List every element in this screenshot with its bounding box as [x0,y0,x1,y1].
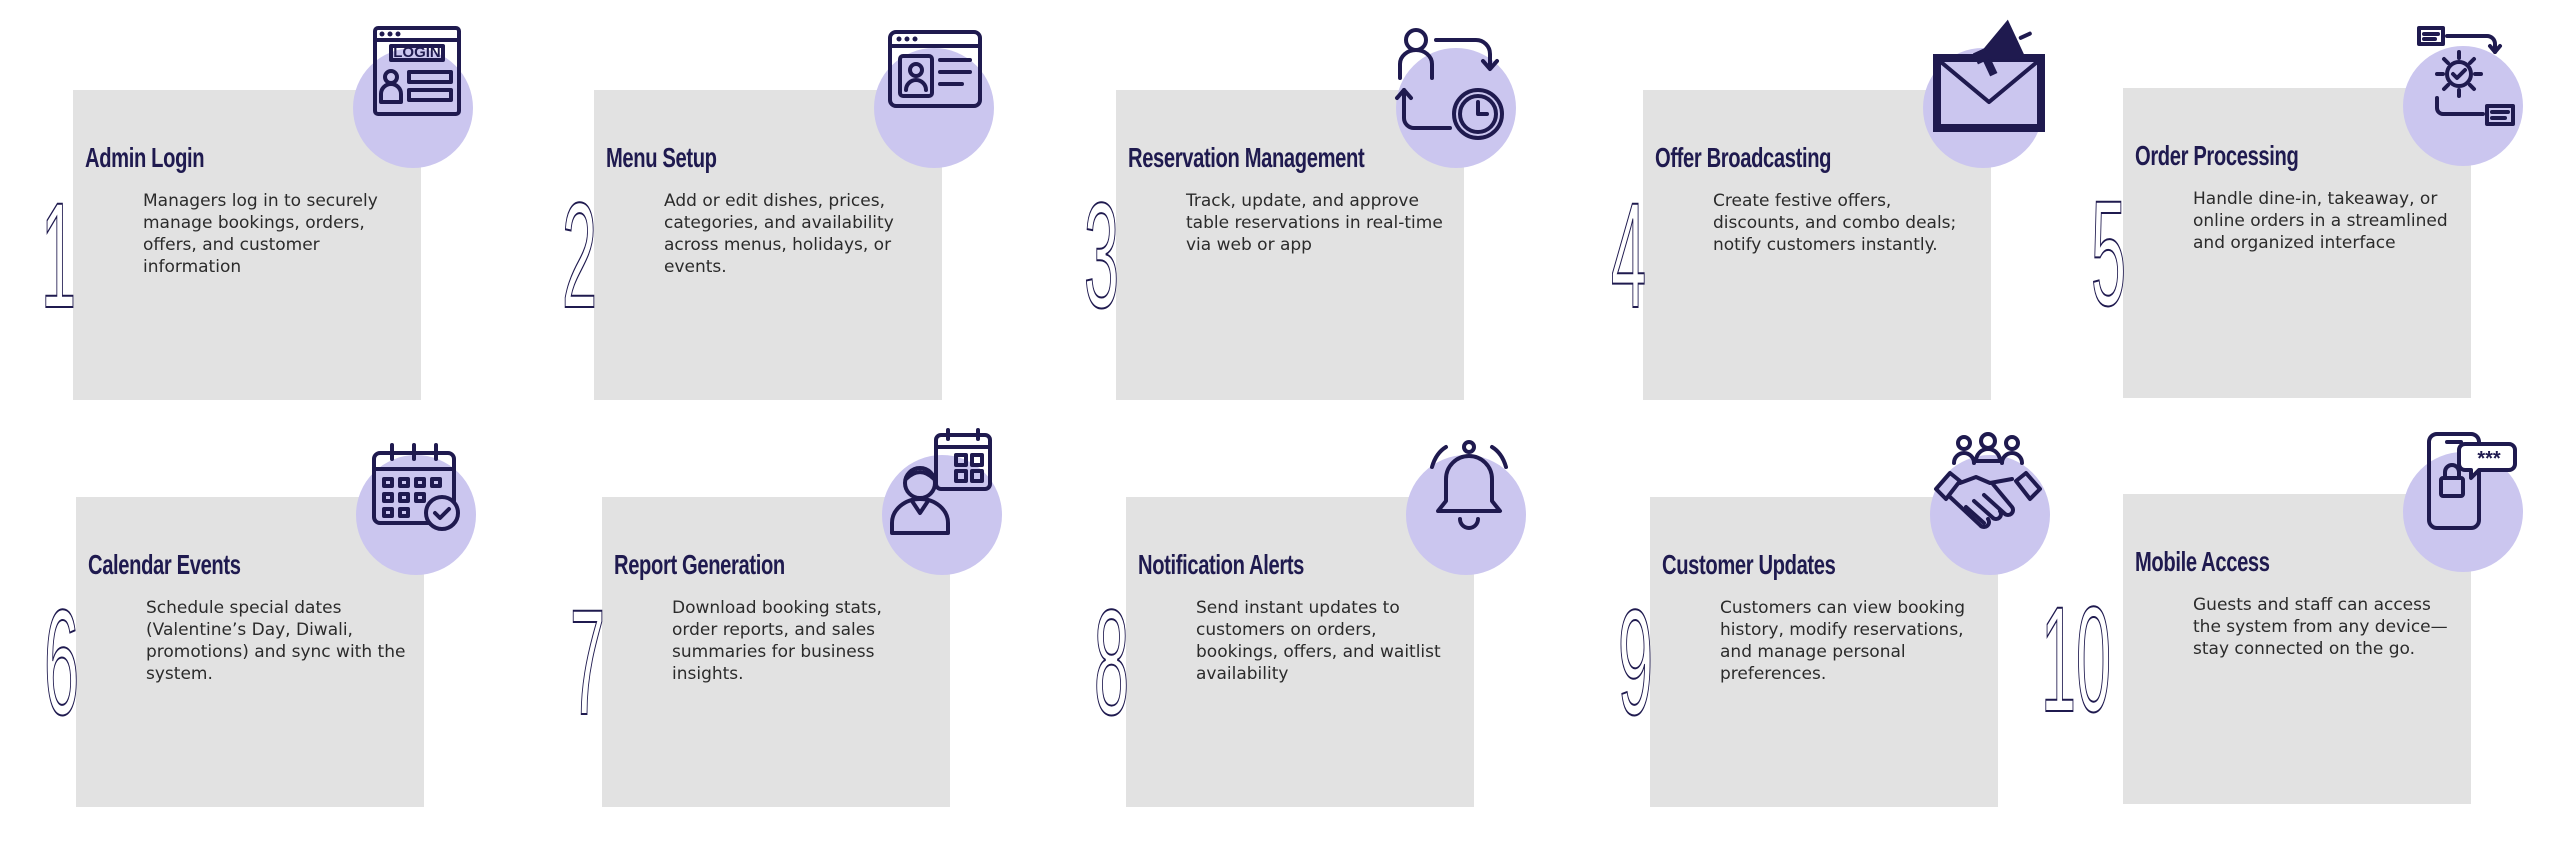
step-number: 8 [1094,578,1130,746]
step-title: Reservation Management [1128,142,1365,173]
gear-workflow-icon [2415,24,2521,130]
login-window-icon: LOGIN [359,24,465,130]
step-description: Managers log in to securely manage booki… [143,191,378,277]
step-title: Order Processing [2135,140,2299,171]
step-card-5: Order Processing 5 Handle dine-in, takea… [2091,26,2523,398]
bell-icon [1416,437,1522,543]
id-card-window-icon [880,24,986,130]
step-number: 4 [1611,171,1647,339]
step-card-7: Report Generation 7 Download booking sta… [570,428,1002,807]
handshake-group-icon [1930,431,2046,547]
step-card-3: Reservation Management 3 Track, update, … [1084,28,1516,400]
step-title: Customer Updates [1662,549,1836,580]
step-description: Customers can view booking history, modi… [1720,598,1966,684]
step-title: Admin Login [85,142,205,173]
person-clock-cycle-icon [1386,24,1516,154]
calendar-check-icon [366,441,472,547]
step-description: Add or edit dishes, prices, categories, … [664,191,894,277]
step-title: Report Generation [614,549,785,580]
step-number: 2 [562,171,598,339]
step-number: 6 [44,578,80,746]
step-title: Notification Alerts [1138,549,1305,580]
step-title: Calendar Events [88,549,241,580]
step-description: Track, update, and approve table reserva… [1186,191,1443,255]
step-title: Menu Setup [606,142,717,173]
step-description: Guests and staff can access the system f… [2193,595,2448,659]
step-description: Create festive offers, discounts, and co… [1713,191,1957,255]
step-number: 9 [1618,578,1654,746]
phone-password-icon: *** [2413,430,2519,536]
step-description: Schedule special dates (Valentine’s Day,… [146,598,406,684]
step-card-4: Offer Broadcasting 4 Create festive offe… [1611,19,2045,400]
step-number: 1 [41,171,77,339]
step-card-2: Menu Setup 2 Add or edit dishes, prices,… [562,30,994,400]
step-card-6: Calendar Events 6 Schedule special dates… [44,443,476,807]
step-description: Handle dine-in, takeaway, or online orde… [2193,189,2448,253]
step-number: 7 [570,578,606,746]
megaphone-envelope-icon [1929,18,2049,138]
step-number: 3 [1084,171,1120,339]
step-description: Send instant updates to customers on ord… [1196,598,1441,684]
password-icon-text: *** [2477,448,2501,470]
step-card-8: Notification Alerts 8 Send instant updat… [1094,440,1526,807]
login-icon-text: LOGIN [393,44,441,61]
step-title: Mobile Access [2135,546,2270,577]
step-number: 5 [2091,169,2127,337]
icon-circle [1406,455,1526,575]
step-title: Offer Broadcasting [1655,142,1832,173]
step-number: 10 [2041,575,2112,743]
step-card-10: *** Mobile Access 10 Guests and staff ca… [2041,432,2523,804]
step-card-9: Customer Updates 9 Customers can view bo… [1618,432,2050,807]
person-calendar-icon [886,427,996,537]
step-description: Download booking stats, order reports, a… [672,598,882,684]
step-card-1: LOGIN Admin Login 1 Managers log in to s… [41,26,473,400]
